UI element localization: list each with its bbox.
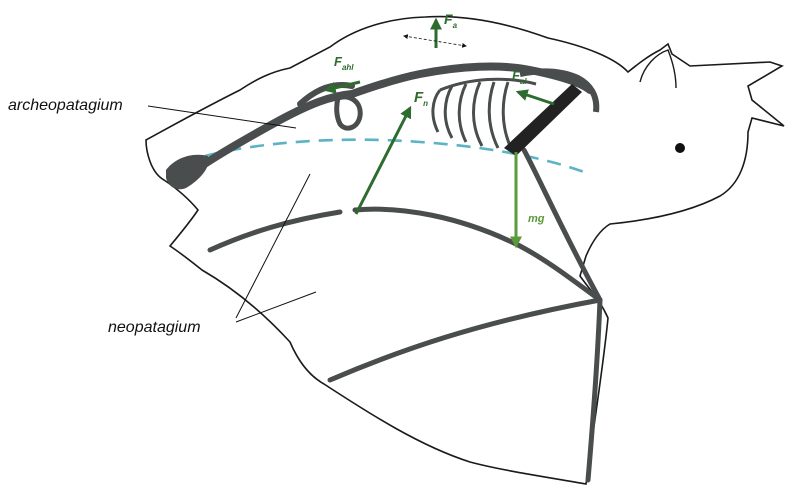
ear-outline — [640, 50, 676, 88]
neopatagium-label: neopatagium — [108, 319, 201, 336]
archeopatagium-label: archeopatagium — [8, 97, 123, 114]
fal-arrow — [518, 92, 554, 104]
scapula — [337, 97, 361, 128]
neopatagium-leader-2 — [236, 292, 316, 322]
neopatagium-leader-1 — [236, 174, 310, 318]
archeopatagium-leader — [148, 106, 296, 128]
mg-label: mg — [528, 213, 545, 225]
foot — [166, 155, 209, 190]
fn-label: Fn — [414, 89, 428, 108]
fn-arrow — [356, 108, 410, 214]
eye — [675, 143, 685, 153]
spine — [504, 84, 582, 156]
fa-label: Fa — [444, 11, 458, 30]
fahl-label: Fahl — [334, 54, 354, 72]
